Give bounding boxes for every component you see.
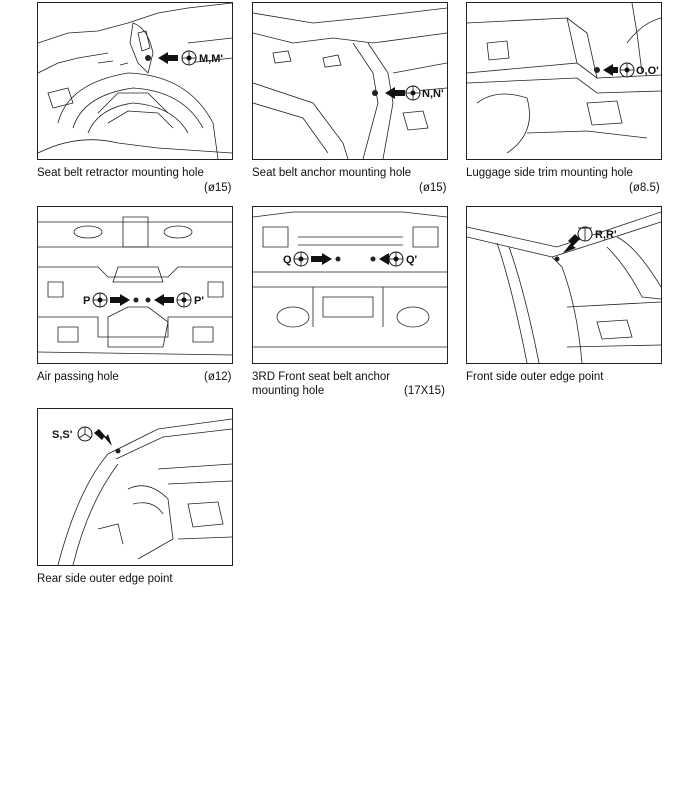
size-seat-belt-anchor: (ø15) (419, 182, 447, 194)
size-luggage-side-trim: (ø8.5) (629, 182, 660, 194)
figure-seat-belt-anchor: N,N' (252, 2, 448, 160)
callout-label-n: N,N' (422, 88, 444, 100)
caption-luggage-side-trim: Luggage side trim mounting hole (466, 167, 633, 179)
callout-label-p-prime: P' (194, 295, 204, 307)
figure-seat-belt-retractor: M,M' (37, 2, 233, 160)
caption-rear-side-outer-edge: Rear side outer edge point (37, 573, 173, 585)
callout-label-m: M,M' (199, 53, 223, 65)
size-seat-belt-retractor: (ø15) (204, 182, 232, 194)
figure-front-side-outer-edge: R,R' (466, 206, 662, 364)
figure-luggage-side-trim: O,O' (466, 2, 662, 160)
callout-label-o: O,O' (636, 65, 659, 77)
caption-front-side-outer-edge: Front side outer edge point (466, 371, 604, 383)
caption-3rd-seat-belt-anchor-line2: mounting hole (252, 385, 325, 397)
size-3rd-seat-belt-anchor: (17X15) (404, 385, 445, 397)
callout-label-s: S,S' (52, 429, 73, 441)
figure-air-passing-hole: P P' (37, 206, 233, 364)
figure-rear-side-outer-edge: S,S' (37, 408, 233, 566)
callout-label-q-prime: Q' (406, 254, 418, 266)
caption-seat-belt-retractor: Seat belt retractor mounting hole (37, 167, 204, 179)
caption-seat-belt-anchor: Seat belt anchor mounting hole (252, 167, 412, 179)
callout-label-p: P (83, 295, 90, 307)
figure-3rd-seat-belt-anchor: Q Q' (252, 206, 448, 364)
callout-label-r: R,R' (595, 229, 617, 241)
callout-label-q: Q (283, 254, 292, 266)
caption-air-passing-hole: Air passing hole (37, 371, 119, 383)
caption-3rd-seat-belt-anchor-line1: 3RD Front seat belt anchor (252, 371, 391, 383)
size-air-passing-hole: (ø12) (204, 371, 232, 383)
